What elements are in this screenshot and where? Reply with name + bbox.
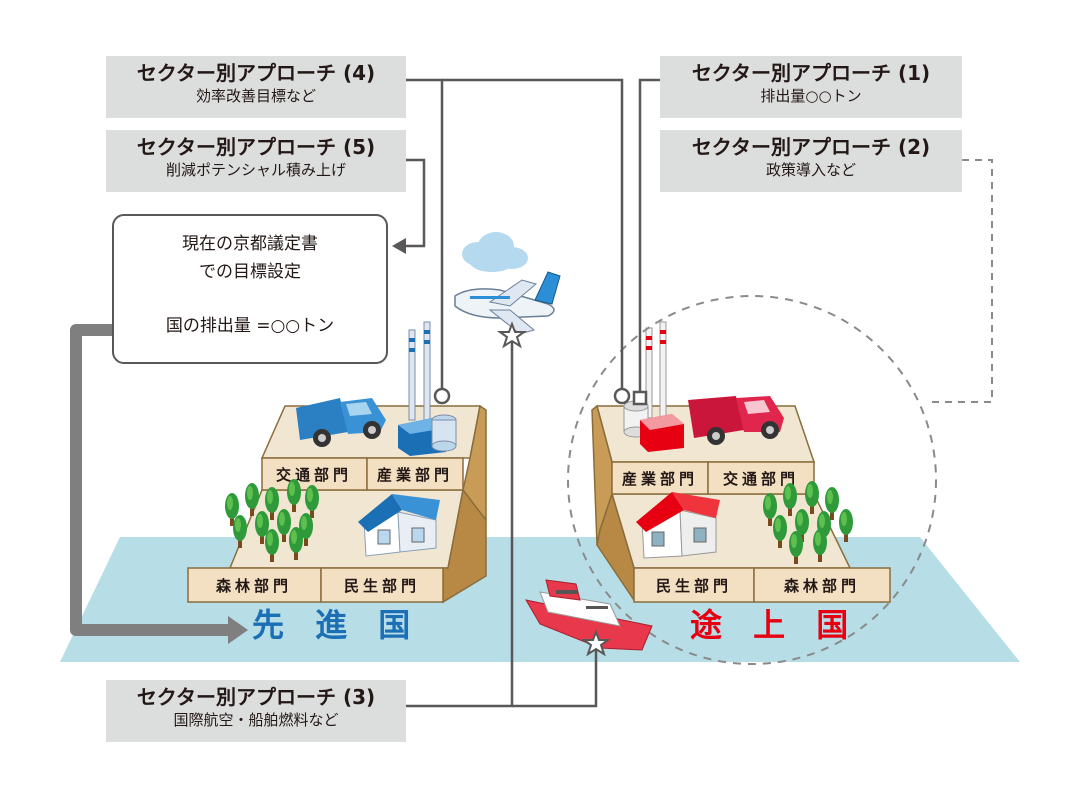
approach-1-title: セクター別アプローチ (1) bbox=[691, 61, 931, 85]
approach-4-label: セクター別アプローチ (4) 効率改善目標など bbox=[106, 56, 406, 118]
star-marker bbox=[496, 321, 528, 349]
kyoto-line-3: 国の排出量 =○○トン bbox=[165, 316, 335, 336]
star-marker bbox=[580, 629, 612, 657]
approach-1-label: セクター別アプローチ (1) 排出量○○トン bbox=[660, 56, 962, 118]
label-residential-developing: 民生部門 bbox=[656, 577, 732, 595]
approach-3-subtitle: 国際航空・船舶燃料など bbox=[173, 711, 339, 729]
arrow-head bbox=[228, 616, 248, 644]
developing-country-name: 途 上 国 bbox=[690, 606, 858, 644]
developed-country-block: 交通部門 産業部門 森林部門 民生部門 bbox=[187, 321, 487, 644]
approach-5-label: セクター別アプローチ (5) 削減ポテンシャル積み上げ bbox=[106, 130, 406, 192]
plate-forest-developing bbox=[753, 567, 891, 603]
house-icon bbox=[636, 492, 720, 559]
label-industry-developed: 産業部門 bbox=[377, 466, 453, 484]
label-residential-developed: 民生部門 bbox=[344, 577, 420, 595]
plate-residential-developed bbox=[320, 567, 444, 603]
connector-node bbox=[632, 390, 648, 406]
approach-2-title: セクター別アプローチ (2) bbox=[691, 135, 931, 159]
approach-2-label: セクター別アプローチ (2) 政策導入など bbox=[660, 130, 962, 192]
truck-icon bbox=[688, 396, 784, 445]
label-forest-developing: 森林部門 bbox=[784, 577, 860, 595]
developing-country-block: 産業部門 交通部門 民生部門 森林部門 bbox=[591, 321, 891, 644]
approach-1-subtitle: 排出量○○トン bbox=[760, 87, 862, 105]
approach-5-subtitle: 削減ポテンシャル積み上げ bbox=[165, 161, 346, 179]
kyoto-arrow bbox=[70, 324, 232, 636]
approach-3-label: セクター別アプローチ (3) 国際航空・船舶燃料など bbox=[106, 680, 406, 742]
ship-icon bbox=[525, 579, 653, 651]
plate-transport-developing bbox=[707, 461, 815, 495]
connector-dashed bbox=[928, 159, 993, 403]
label-transport-developing: 交通部門 bbox=[723, 470, 799, 488]
plate-residential-developing bbox=[633, 567, 755, 603]
cloud-icon bbox=[462, 232, 528, 272]
connectors bbox=[404, 78, 660, 708]
developing-boundary bbox=[567, 295, 937, 665]
airplane-icon bbox=[454, 271, 561, 335]
kyoto-protocol-box: 現在の京都議定書 での目標設定 国の排出量 =○○トン bbox=[112, 214, 388, 364]
factory-icon bbox=[398, 321, 457, 456]
approach-4-title: セクター別アプローチ (4) bbox=[136, 61, 376, 85]
kyoto-line-2: での目標設定 bbox=[199, 262, 301, 282]
arrow-head bbox=[392, 238, 406, 254]
approach-4-subtitle: 効率改善目標など bbox=[195, 87, 316, 105]
house-icon bbox=[358, 494, 440, 557]
approach-3-title: セクター別アプローチ (3) bbox=[136, 685, 376, 709]
developed-country-name: 先 進 国 bbox=[252, 606, 420, 644]
plate-industry-developed bbox=[366, 457, 464, 491]
approach-5-title: セクター別アプローチ (5) bbox=[136, 135, 376, 159]
plate-forest-developed bbox=[187, 567, 322, 603]
label-industry-developing: 産業部門 bbox=[622, 470, 698, 488]
kyoto-line-1: 現在の京都議定書 bbox=[182, 234, 318, 254]
approach-2-subtitle: 政策導入など bbox=[765, 161, 856, 179]
truck-icon bbox=[296, 398, 386, 447]
factory-icon bbox=[623, 321, 684, 452]
connector-node bbox=[613, 387, 631, 405]
plate-transport-developed bbox=[261, 457, 368, 491]
label-forest-developed: 森林部門 bbox=[216, 577, 292, 595]
connector-node bbox=[433, 387, 451, 405]
label-transport-developed: 交通部門 bbox=[276, 466, 352, 484]
